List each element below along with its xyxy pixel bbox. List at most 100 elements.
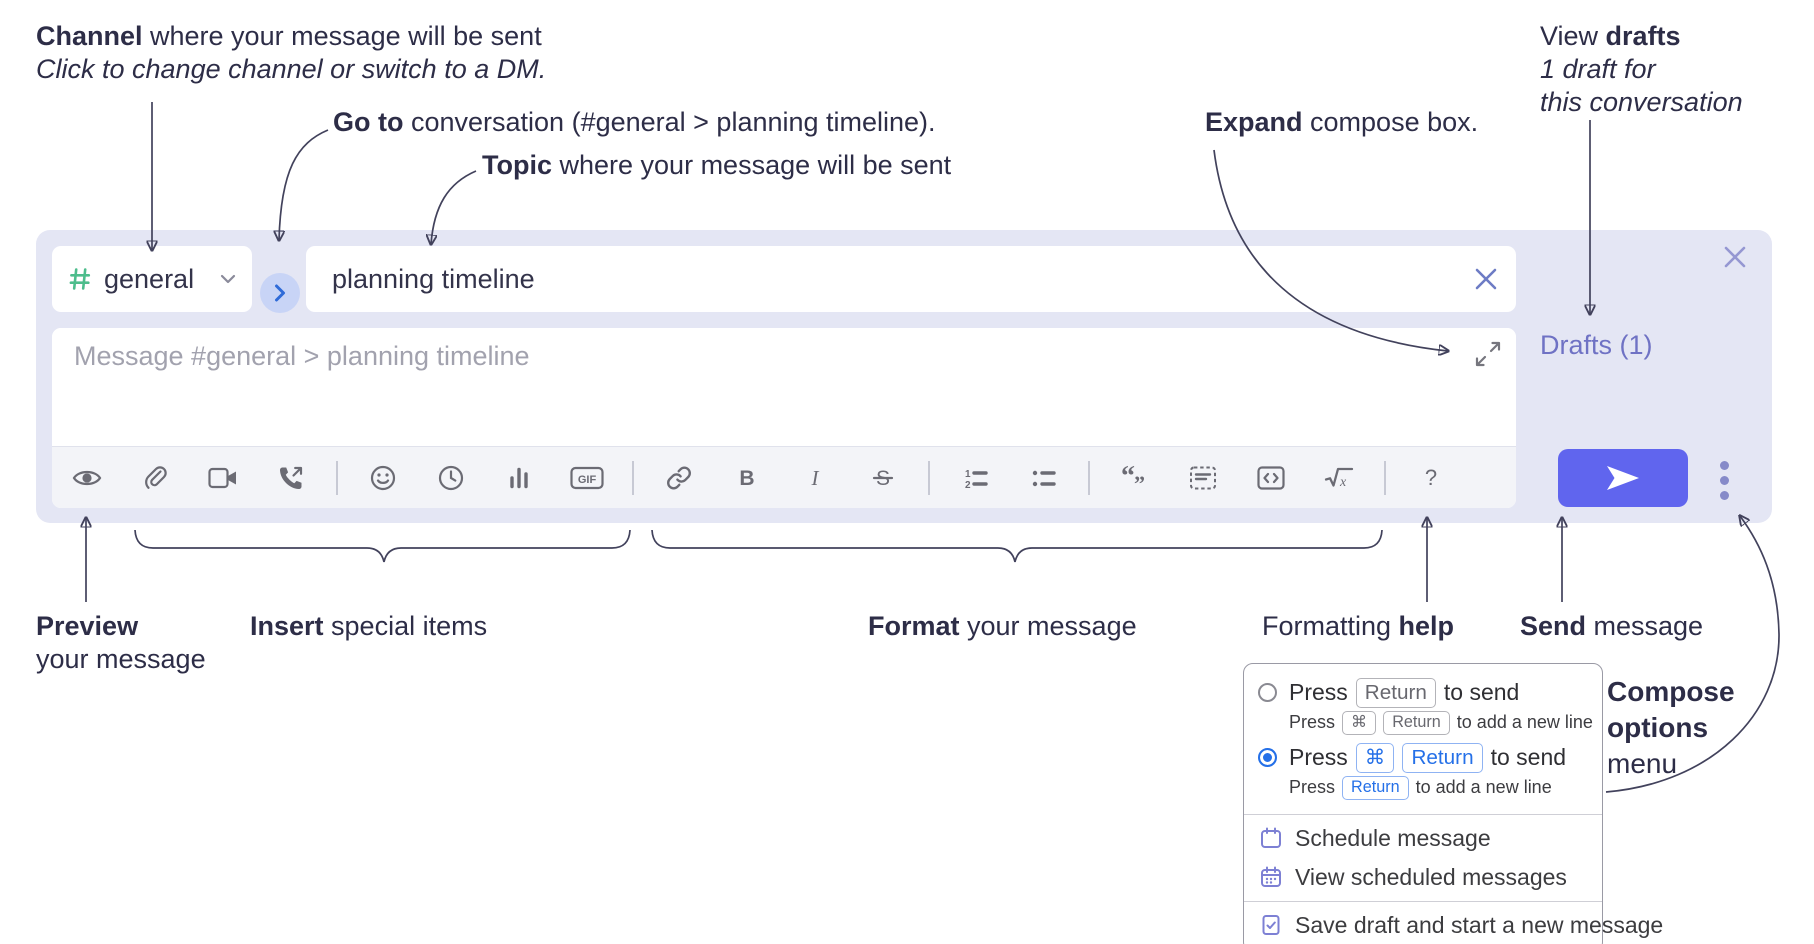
smiley-icon: [370, 465, 396, 490]
formatting-help-button[interactable]: ?: [1408, 457, 1454, 499]
annotation-channel-rest: where your message will be sent: [142, 21, 542, 51]
annotation-compose-options: Compose options menu: [1607, 676, 1735, 779]
bar-chart-icon: [510, 467, 528, 488]
svg-text:?: ?: [1425, 465, 1437, 490]
option-cmd-enter-sends[interactable]: Press ⌘ Return to send: [1258, 739, 1588, 774]
numbered-list-button[interactable]: 1 2: [952, 457, 998, 499]
quote-icon: “ ”: [1121, 465, 1145, 491]
topic-field-wrapper: [306, 246, 1516, 312]
compose-box: general: [36, 230, 1772, 523]
add-voice-call-button[interactable]: [268, 457, 314, 499]
emoji-button[interactable]: [360, 457, 406, 499]
svg-text:B: B: [739, 467, 754, 490]
radio-selected[interactable]: [1258, 748, 1277, 768]
preview-eye-icon: [72, 470, 102, 485]
add-gif-button[interactable]: GIF: [564, 457, 610, 499]
kbd-return: Return: [1383, 710, 1450, 735]
annotation-goto: Go to conversation (#general > planning …: [333, 107, 936, 137]
spoiler-icon: [1190, 466, 1216, 489]
italic-icon: I: [811, 466, 820, 490]
gif-icon: GIF: [570, 466, 604, 489]
add-poll-button[interactable]: [496, 457, 542, 499]
popup-divider: [1244, 813, 1602, 815]
compose-options-button[interactable]: [1704, 454, 1744, 506]
radio-unselected[interactable]: [1258, 683, 1277, 703]
link-button[interactable]: [656, 457, 702, 499]
phone-call-icon: [280, 466, 303, 489]
annotation-expand: Expand compose box.: [1205, 107, 1479, 137]
attach-file-button[interactable]: [132, 457, 178, 499]
channel-selector[interactable]: general: [52, 246, 252, 312]
add-global-time-button[interactable]: [428, 457, 474, 499]
compose-toolbar: GIF B: [52, 446, 1516, 508]
strikethrough-button[interactable]: S: [860, 457, 906, 499]
kbd-return: Return: [1402, 742, 1483, 773]
svg-text:”: ”: [1134, 471, 1145, 491]
italic-button[interactable]: I: [792, 457, 838, 499]
annotation-channel-bold: Channel: [36, 21, 143, 51]
topic-input[interactable]: [306, 246, 1516, 312]
svg-text:“: “: [1121, 465, 1135, 491]
popup-divider: [1244, 900, 1602, 902]
channel-name: general: [104, 263, 195, 294]
close-compose-button[interactable]: [1720, 242, 1750, 272]
message-input[interactable]: [52, 328, 1516, 444]
send-icon: [1607, 466, 1639, 490]
question-mark-icon: ?: [1425, 465, 1437, 490]
svg-text:x: x: [1339, 475, 1347, 490]
ellipsis-icon: [1719, 460, 1729, 470]
option-enter-sends-sub: Press ⌘ Return to add a new line: [1258, 709, 1593, 739]
channel-hash-icon: [69, 268, 91, 290]
chevron-right-icon: [275, 284, 285, 302]
bold-button[interactable]: B: [724, 457, 770, 499]
annotation-view-drafts: View drafts 1 draft for this conversatio…: [1540, 21, 1743, 117]
menu-item-save-draft[interactable]: Save draft and start a new message: [1244, 906, 1663, 944]
spoiler-button[interactable]: [1180, 457, 1226, 499]
annotation-channel: Channel where your message will be sent …: [36, 20, 546, 86]
annotation-channel-sub: Click to change channel or switch to a D…: [36, 54, 547, 84]
calendar-icon: [1261, 827, 1281, 849]
code-icon: [1257, 465, 1285, 490]
expand-compose-button[interactable]: [1474, 340, 1502, 368]
svg-text:2: 2: [965, 480, 971, 490]
add-video-call-button[interactable]: [200, 457, 246, 499]
svg-text:GIF: GIF: [578, 474, 597, 486]
toolbar-divider: [1384, 460, 1386, 495]
video-camera-icon: [208, 467, 236, 488]
toolbar-divider: [632, 460, 634, 495]
menu-item-view-scheduled[interactable]: View scheduled messages: [1244, 858, 1602, 897]
send-button[interactable]: [1558, 449, 1688, 507]
clock-icon: [438, 465, 464, 490]
toolbar-divider: [336, 460, 338, 495]
calendar-dots-icon: [1261, 866, 1281, 888]
go-to-conversation-button[interactable]: [260, 273, 300, 313]
math-button[interactable]: x: [1316, 457, 1362, 499]
clear-topic-button[interactable]: [1472, 265, 1500, 293]
math-sqrt-icon: x: [1324, 467, 1354, 490]
compose-options-popup: Press Return to send Press ⌘ Return to a…: [1243, 663, 1663, 944]
save-draft-icon: [1262, 915, 1280, 936]
annotation-preview: Preview your message: [36, 611, 206, 674]
code-button[interactable]: [1248, 457, 1294, 499]
connector-goto: [279, 129, 329, 240]
bold-icon: B: [739, 467, 754, 490]
option-enter-sends[interactable]: Press Return to send: [1258, 674, 1588, 709]
kbd-cmd: ⌘: [1355, 742, 1395, 773]
menu-item-schedule-message[interactable]: Schedule message: [1244, 819, 1602, 858]
strikethrough-icon: S: [872, 467, 894, 490]
annotation-format: Format your message: [868, 611, 1137, 641]
quote-button[interactable]: “ ”: [1112, 457, 1158, 499]
drafts-link[interactable]: Drafts (1): [1540, 330, 1653, 360]
chevron-down-icon: [220, 274, 236, 284]
clear-x-icon: [1475, 268, 1497, 290]
expand-icon: [1475, 341, 1501, 367]
numbered-list-icon: 1 2: [965, 469, 988, 490]
toolbar-divider: [1088, 460, 1090, 495]
svg-text:1: 1: [965, 469, 971, 480]
preview-message-button[interactable]: [64, 457, 110, 499]
bulleted-list-button[interactable]: [1020, 457, 1066, 499]
annotation-send: Send message: [1520, 611, 1704, 641]
toolbar-divider: [928, 460, 930, 495]
annotation-insert: Insert special items: [250, 611, 488, 641]
